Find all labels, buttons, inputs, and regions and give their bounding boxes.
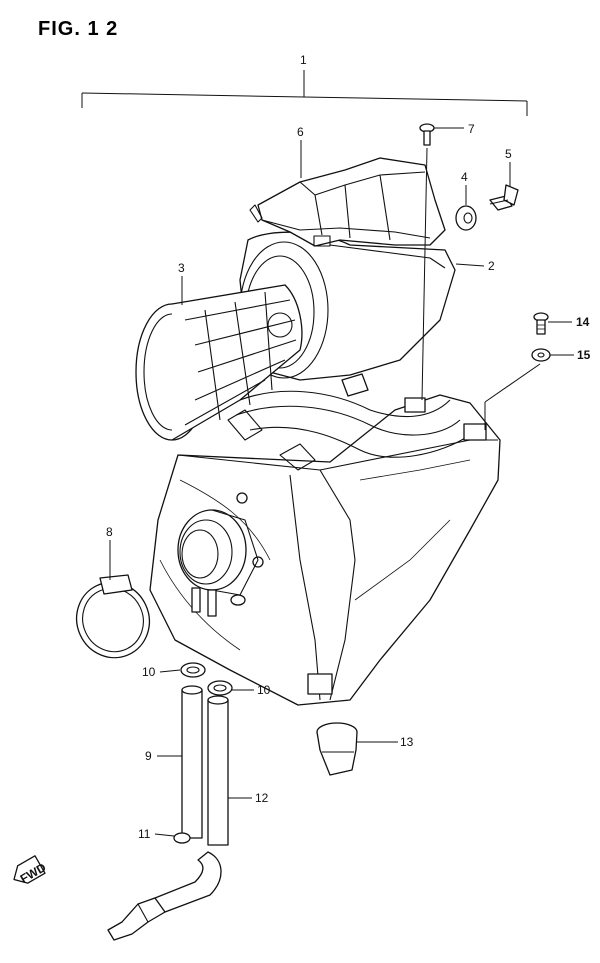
top-cover: [249, 157, 446, 247]
callout-11: 11: [138, 827, 151, 841]
wing-bolt-part-5: [489, 184, 519, 211]
callout-5: 5: [505, 147, 512, 161]
callout-15: 15: [577, 348, 591, 362]
screw-part-7: [419, 123, 435, 146]
bracket-part-1: [81, 70, 528, 116]
callout-13: 13: [400, 735, 414, 749]
callout-1: 1: [300, 53, 307, 67]
fwd-arrow: [13, 855, 46, 884]
callout-7: 7: [468, 122, 475, 136]
callout-12: 12: [255, 791, 269, 805]
leader-lines: [109, 127, 574, 837]
figure-title: FIG. 1 2: [38, 18, 119, 40]
outlet-hose: [107, 851, 222, 941]
bolt-part-14: [533, 312, 549, 335]
washer-part-4: [455, 205, 477, 231]
callout-9: 9: [145, 749, 152, 763]
intake-boot: [177, 509, 259, 617]
air-box-housing: [149, 373, 501, 706]
small-clamps-part-10: [180, 662, 233, 696]
callout-10a: 10: [142, 665, 156, 679]
callout-8: 8: [106, 525, 113, 539]
clip-part-11: [173, 832, 191, 844]
drain-tube-part-9: [181, 685, 203, 839]
filter-cage: [135, 284, 303, 441]
drain-plug-part-13: [316, 722, 358, 776]
callout-3: 3: [178, 261, 185, 275]
callout-14: 14: [576, 315, 590, 329]
callout-4: 4: [461, 170, 468, 184]
hose-clamp-part-8: [75, 574, 151, 659]
callout-6: 6: [297, 125, 304, 139]
callout-10b: 10: [257, 683, 271, 697]
drain-tube-part-12: [207, 695, 229, 846]
callout-2: 2: [488, 259, 495, 273]
washer-part-15: [531, 348, 551, 362]
